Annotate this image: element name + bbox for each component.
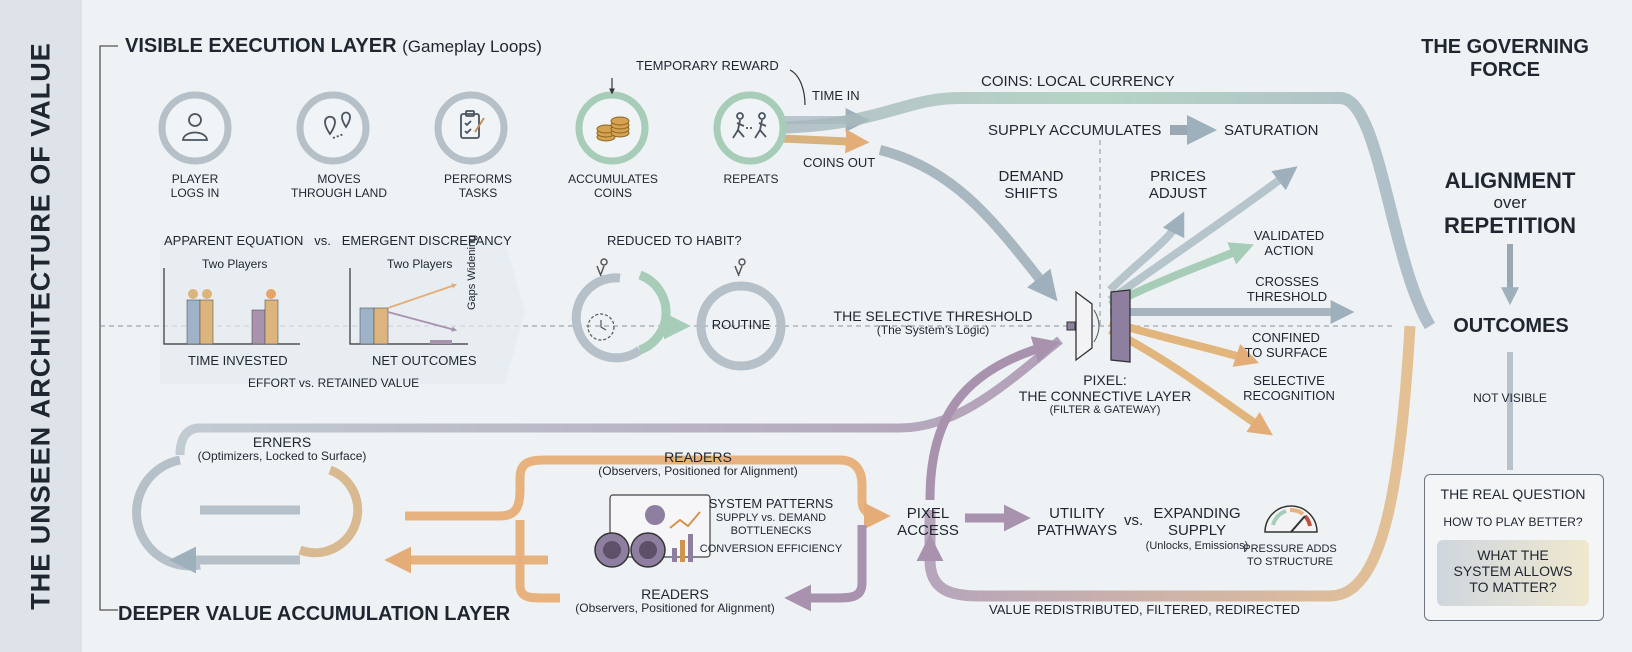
fan-selective <box>1108 326 1273 436</box>
right-chart-axis <box>349 268 468 345</box>
orange-lower-readers <box>515 520 560 603</box>
gaps-widening-label: Gaps Widening <box>466 234 478 310</box>
coins-local-label: COINS: LOCAL CURRENCY <box>981 73 1175 90</box>
sidebar-band <box>0 0 82 652</box>
bar-net-small <box>430 340 452 344</box>
habit-label: REDUCED TO HABIT? <box>607 233 742 248</box>
temporary-reward-label: TEMPORARY REWARD <box>636 58 779 73</box>
selective-threshold-label: THE SELECTIVE THRESHOLD(The System’s Log… <box>833 308 1033 338</box>
readers-bottom-label: READERS(Observers, Positioned for Alignm… <box>575 586 775 616</box>
top-layer-title: VISIBLE EXECUTION LAYER (Gameplay Loops) <box>125 35 542 57</box>
bar-right-blue <box>251 309 266 345</box>
redistributed-label: VALUE REDISTRIBUTED, FILTERED, REDIRECTE… <box>989 602 1300 617</box>
erners-label: ERNERS(Optimizers, Locked to Surface) <box>197 434 367 464</box>
real-question-title: THE REAL QUESTION <box>1440 486 1586 502</box>
bar-left-blue <box>186 299 201 345</box>
coins-icon <box>596 116 630 142</box>
real-question-sub: HOW TO PLAY BETTER? <box>1443 515 1583 529</box>
habit-loop <box>571 258 786 371</box>
two-players-left: Two Players <box>202 257 268 271</box>
routine-label: ROUTINE <box>711 317 771 332</box>
loop-circles <box>158 91 787 165</box>
supply-accumulates-label: SUPPLY ACCUMULATES <box>988 122 1162 139</box>
pressure-gauge-icon <box>1264 505 1318 533</box>
user-icon <box>182 113 208 141</box>
outcomes-label: OUTCOMES <box>1453 315 1569 337</box>
map-pin-icon <box>324 111 351 139</box>
coins-out-flow <box>769 129 870 154</box>
equation-heading: APPARENT EQUATION vs. EMERGENT DISCREPAN… <box>164 233 512 248</box>
demand-flow <box>878 145 1058 302</box>
pixel-connective-label: PIXEL:THE CONNECTIVE LAYER(FILTER & GATE… <box>1018 372 1192 417</box>
coins-out-label: COINS OUT <box>803 155 876 170</box>
bar-right-tan <box>264 299 279 345</box>
not-visible-label: NOT VISIBLE <box>1473 391 1547 405</box>
walkers-icon <box>732 112 767 139</box>
bar-net-tan <box>373 307 389 345</box>
bar-net-blue <box>359 307 375 345</box>
fan-upper <box>1107 166 1298 304</box>
erners-loop <box>132 455 363 574</box>
time-invested-label: TIME INVESTED <box>188 353 288 368</box>
binoculars-icon <box>594 494 711 568</box>
step-label-repeats: REPEATS <box>723 172 779 186</box>
pixel-access-up <box>925 336 1061 501</box>
bar-left-tan <box>199 299 214 345</box>
net-outcomes-label: NET OUTCOMES <box>372 353 477 368</box>
clipboard-icon <box>460 110 485 139</box>
saturation-label: SATURATION <box>1224 122 1319 139</box>
orange-erners-to-readers <box>405 455 891 530</box>
top-bracket <box>99 45 118 611</box>
value-return-flow <box>924 325 1416 602</box>
vs-label: vs. <box>1124 512 1144 529</box>
equation-area <box>160 240 525 384</box>
temporary-reward-arrow-right <box>789 69 806 106</box>
real-question-highlight <box>1437 540 1589 606</box>
erners-return-flow <box>175 336 1063 456</box>
two-players-right: Two Players <box>387 257 453 271</box>
bottom-layer-title: DEEPER VALUE ACCUMULATION LAYER <box>118 603 511 625</box>
coins-currency-flow <box>759 92 1436 330</box>
fan-prices <box>1107 211 1185 293</box>
filter-icon <box>1066 289 1131 363</box>
time-in-label: TIME IN <box>812 88 860 103</box>
effort-retained-label: EFFORT vs. RETAINED VALUE <box>248 376 420 390</box>
purple-readers-bottom <box>784 525 867 612</box>
readers-top-label: READERS(Observers, Positioned for Alignm… <box>598 449 798 479</box>
